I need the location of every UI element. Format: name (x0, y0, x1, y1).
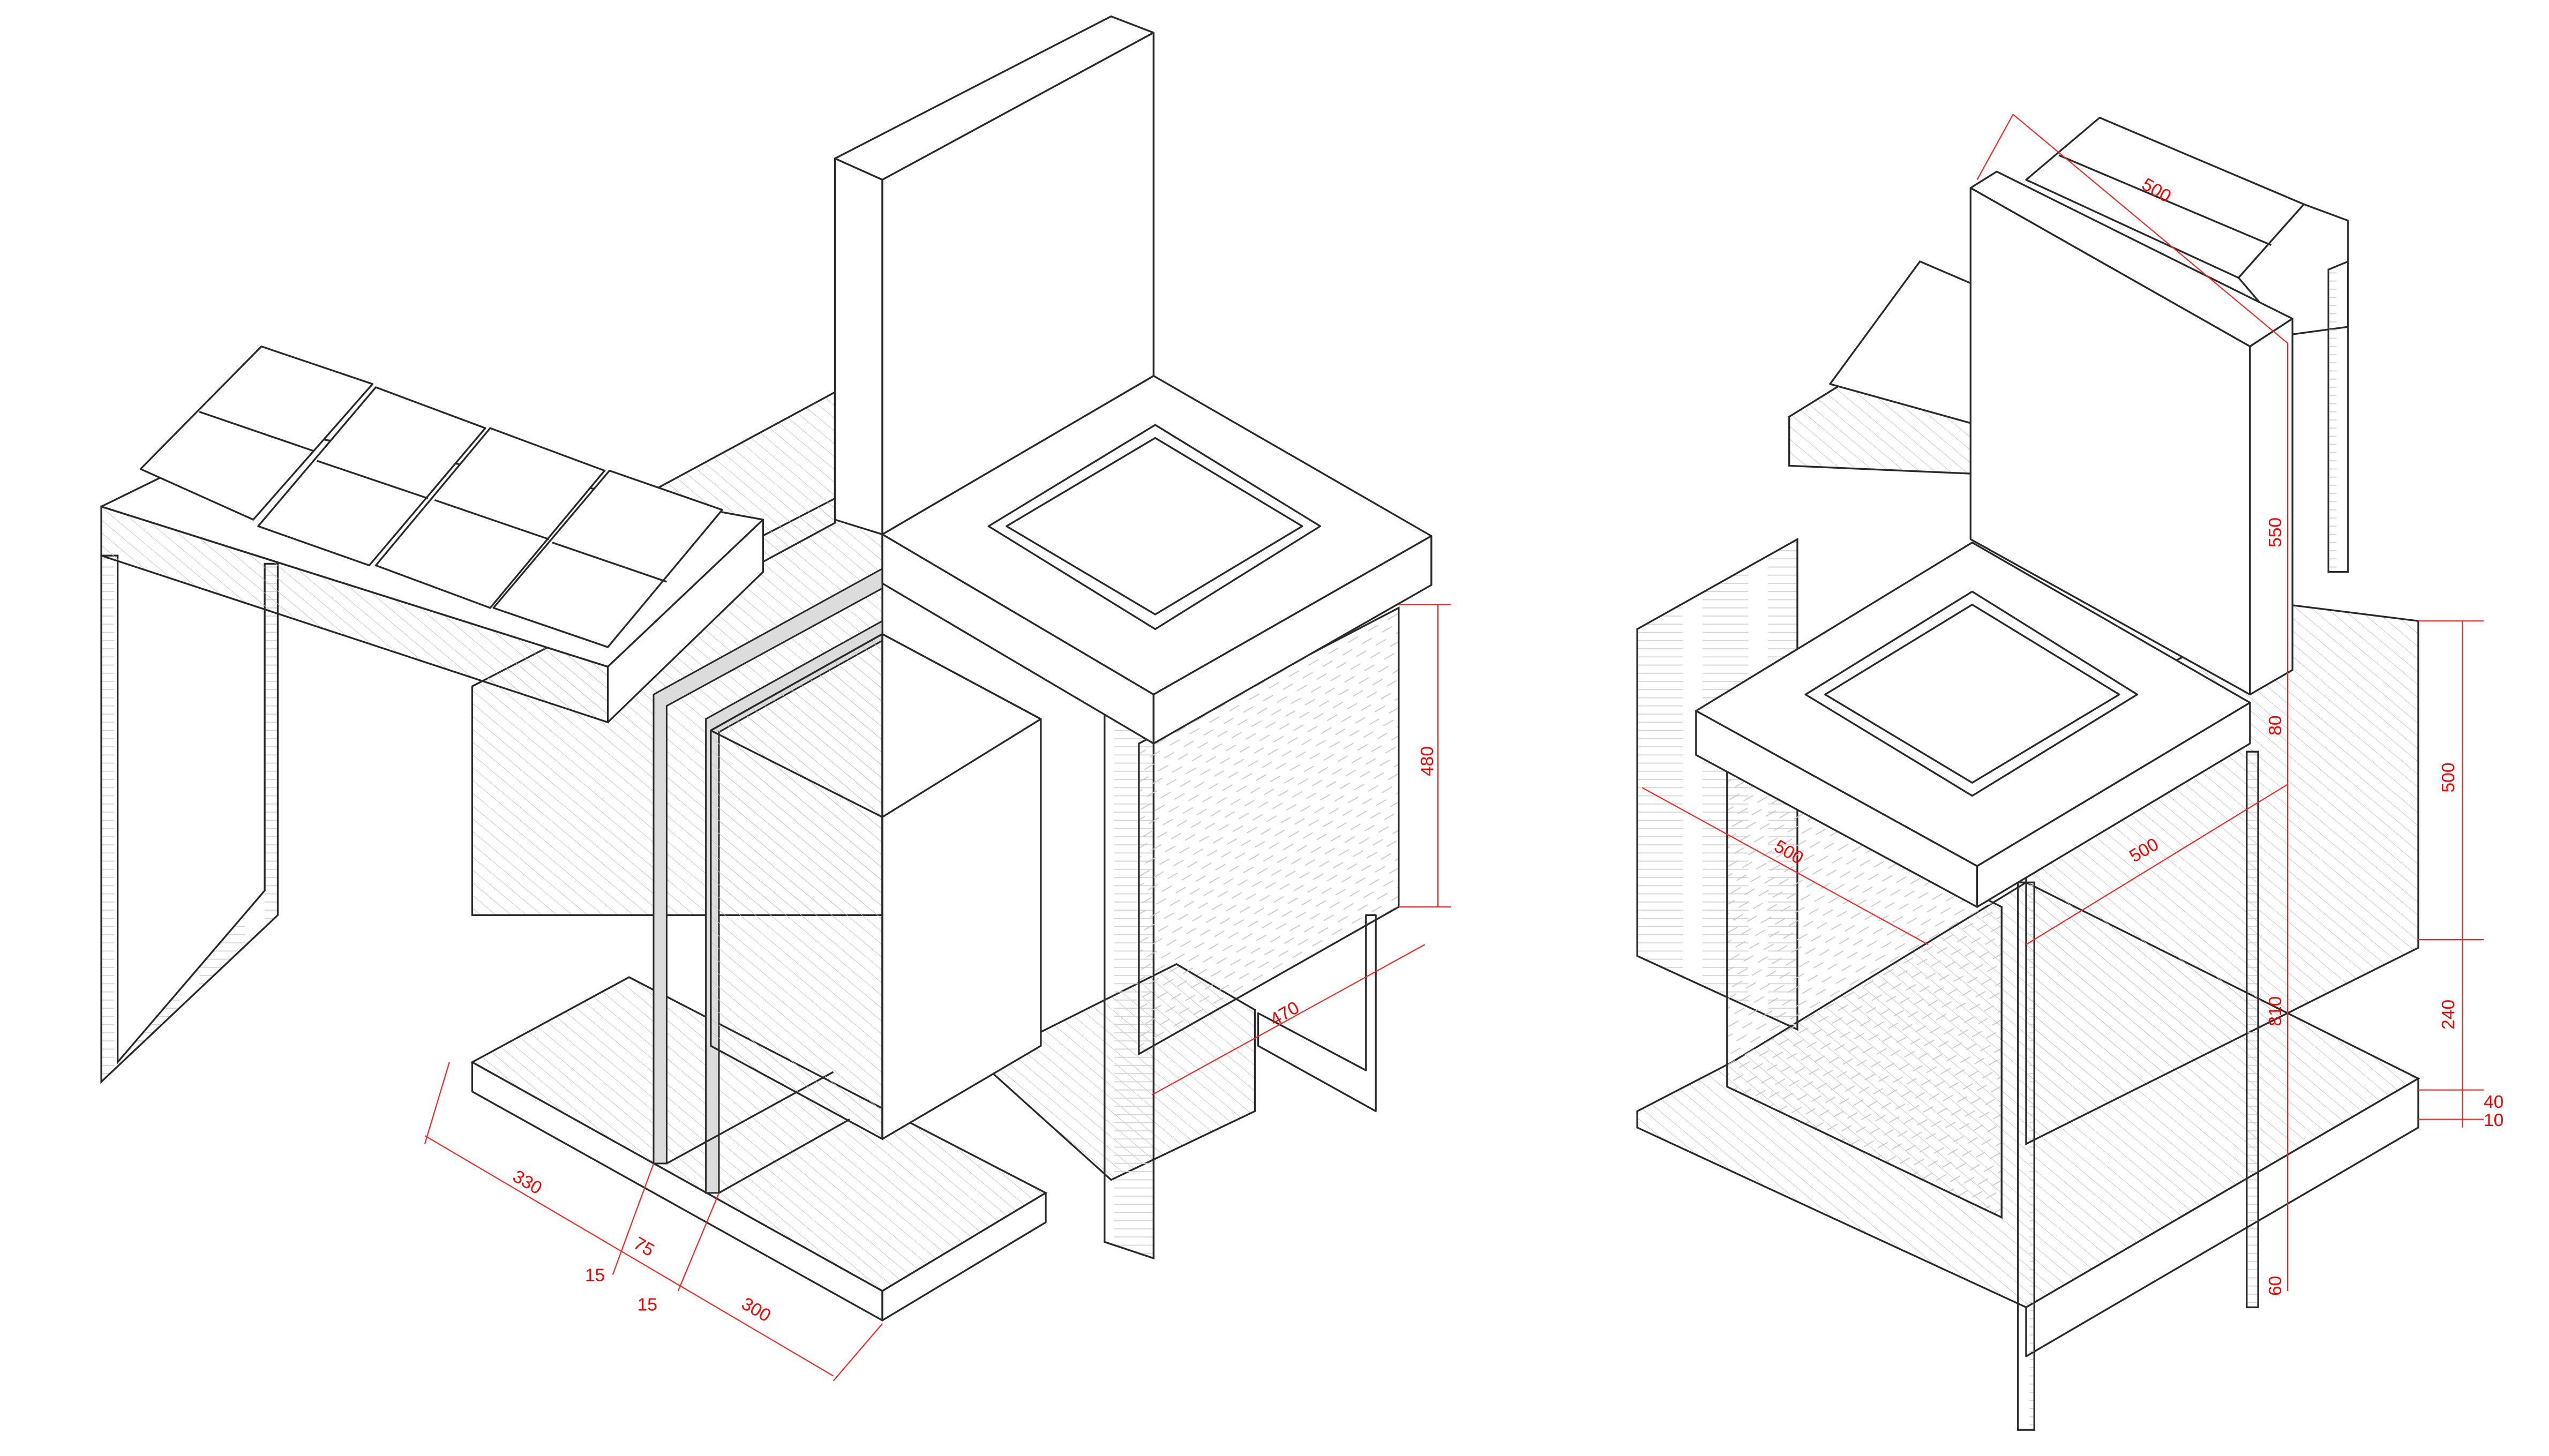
square-top-block (881, 374, 1433, 745)
tray-table-right (1788, 116, 2349, 573)
dimension-15-b: 15 (638, 1295, 657, 1315)
cube-cabinet (710, 632, 1042, 1141)
right-isometric-view: 500 550 80 500 500 500 240 810 40 10 60 (1636, 114, 2503, 1431)
dimension-300: 300 (738, 1294, 774, 1326)
dimension-lines-right (1641, 114, 2484, 1291)
dimension-60: 60 (2266, 1276, 2285, 1296)
dimension-480: 480 (1418, 746, 1437, 776)
dimension-80: 80 (2266, 715, 2285, 735)
dimension-500-right: 500 (2439, 763, 2458, 793)
front-leg (2017, 881, 2035, 1431)
dimension-550: 550 (2266, 517, 2285, 547)
tray-table (100, 346, 764, 1084)
dimension-810: 810 (2266, 996, 2285, 1026)
compartment-trays (139, 346, 723, 648)
dimension-75: 75 (630, 1233, 657, 1260)
side-leg (2246, 750, 2259, 1309)
left-isometric-view: 330 75 15 15 300 480 470 (100, 15, 1451, 1382)
square-tray (987, 424, 1322, 631)
square-top-block-right (1695, 542, 2251, 908)
dimension-240: 240 (2439, 1000, 2458, 1030)
dimension-10: 10 (2484, 1110, 2503, 1130)
tall-backboard (834, 15, 1154, 536)
dimension-40: 40 (2484, 1092, 2503, 1112)
dimension-330: 330 (509, 1166, 545, 1198)
dimension-lines (424, 604, 1451, 1382)
square-tray-right (1804, 590, 2139, 797)
tall-backboard-right (1969, 170, 2293, 696)
dimension-15-a: 15 (585, 1266, 605, 1286)
